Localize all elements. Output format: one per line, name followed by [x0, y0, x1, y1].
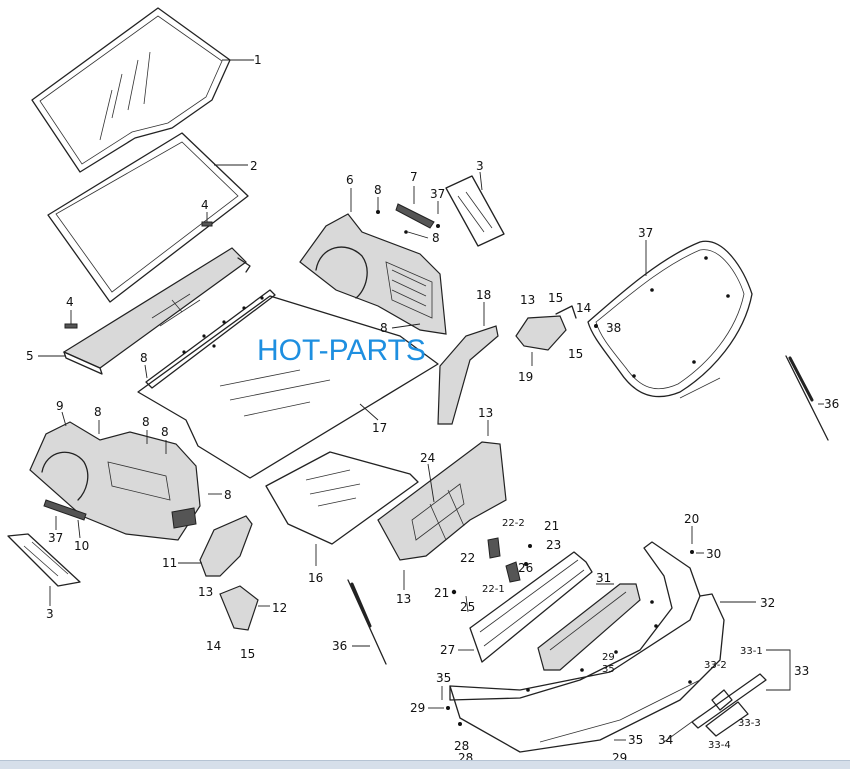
callout-23: 23 — [546, 538, 561, 552]
callout-26: 26 — [518, 561, 533, 575]
callout-7: 7 — [410, 170, 418, 184]
callout-37-lower: 37 — [48, 531, 63, 545]
callout-11: 11 — [162, 556, 177, 570]
callout-8-b: 8 — [374, 183, 382, 197]
callout-37-upper: 37 — [430, 187, 445, 201]
callout-13-mid: 13 — [478, 406, 493, 420]
callout-3-upper: 3 — [476, 159, 484, 173]
part-trim-strip — [145, 289, 276, 389]
callout-33-3: 33-3 — [738, 718, 761, 729]
callout-12: 12 — [272, 601, 287, 615]
callout-8-f: 8 — [142, 415, 150, 429]
callout-20: 20 — [684, 512, 699, 526]
part-rear-bumper — [449, 541, 725, 753]
callout-24: 24 — [420, 451, 435, 465]
callout-22-1: 22-1 — [482, 584, 505, 595]
callout-25: 25 — [460, 600, 475, 614]
callout-33-4: 33-4 — [708, 740, 731, 751]
part-wheelhouse-trim-upper — [299, 213, 447, 335]
callout-29-left: 29 — [410, 701, 425, 715]
part-label-sheet-upper — [445, 175, 505, 247]
callout-29-mid: 29 — [602, 652, 615, 663]
part-clip-4-lower — [64, 310, 78, 329]
callout-21-upper: 21 — [544, 519, 559, 533]
part-license-trim — [537, 583, 641, 671]
callout-17: 17 — [372, 421, 387, 435]
callout-9: 9 — [56, 399, 64, 413]
callout-19: 19 — [518, 370, 533, 384]
callout-1: 1 — [254, 53, 262, 67]
callout-31: 31 — [596, 571, 611, 585]
part-clip-4-upper — [201, 212, 213, 227]
callout-16: 16 — [308, 571, 323, 585]
callout-22-2: 22-2 — [502, 518, 525, 529]
part-reflector-group — [663, 673, 767, 743]
part-trunk-mat — [265, 451, 419, 545]
part-wheelhouse-trim-lower — [29, 421, 201, 541]
callout-37-seal: 37 — [638, 226, 653, 240]
part-parcel-shelf — [62, 247, 251, 375]
part-windshield — [31, 7, 231, 173]
part-trunk-garnish — [469, 551, 593, 663]
callout-34: 34 — [658, 733, 673, 747]
callout-27: 27 — [440, 643, 455, 657]
callout-35-right: 35 — [628, 733, 643, 747]
callout-8-g: 8 — [161, 425, 169, 439]
callout-21-lower: 21 — [434, 586, 449, 600]
callout-35-mid: 35 — [602, 664, 615, 675]
callout-4-lower: 4 — [66, 295, 74, 309]
bottom-scroll-strip — [0, 760, 850, 769]
callout-13-lower-left: 13 — [198, 585, 213, 599]
part-rear-glass — [47, 132, 249, 303]
callout-8-c: 8 — [432, 231, 440, 245]
part-label-sheet-lower — [7, 533, 81, 587]
part-bracket-10 — [43, 499, 87, 521]
callout-15-lower: 15 — [240, 647, 255, 661]
watermark-text: HOT-PARTS — [257, 334, 426, 367]
part-pillar-trim-lower — [199, 515, 253, 577]
part-trunk-floor — [137, 295, 439, 479]
callout-28-a: 28 — [454, 739, 469, 753]
part-gas-strut-left — [347, 579, 387, 665]
callout-14-upper: 14 — [576, 301, 591, 315]
part-bracket-7 — [395, 203, 440, 229]
callout-33-2: 33-2 — [704, 660, 727, 671]
callout-30: 30 — [706, 547, 721, 561]
callout-13-bottom: 13 — [396, 592, 411, 606]
callout-3-lower: 3 — [46, 607, 54, 621]
part-gas-strut-right — [785, 355, 829, 441]
part-latch-bracket — [515, 305, 577, 351]
callout-33-1: 33-1 — [740, 646, 763, 657]
part-latch-bracket-lower — [219, 585, 259, 631]
callout-4-upper: 4 — [201, 198, 209, 212]
part-pillar-trim — [437, 325, 499, 425]
part-trunk-seal — [587, 240, 753, 399]
callout-13-upper: 13 — [520, 293, 535, 307]
callout-15-mid: 15 — [568, 347, 583, 361]
callout-38: 38 — [606, 321, 621, 335]
callout-14-lower: 14 — [206, 639, 221, 653]
callout-22: 22 — [460, 551, 475, 565]
callout-18: 18 — [476, 288, 491, 302]
part-lock-assembly — [487, 537, 532, 583]
callout-36-right: 36 — [824, 397, 839, 411]
callout-8-e: 8 — [94, 405, 102, 419]
callout-15-upper: 15 — [548, 291, 563, 305]
callout-8-a: 8 — [140, 351, 148, 365]
callout-32: 32 — [760, 596, 775, 610]
callout-10: 10 — [74, 539, 89, 553]
callout-36-left: 36 — [332, 639, 347, 653]
callout-6: 6 — [346, 173, 354, 187]
callout-8-d: 8 — [380, 321, 388, 335]
callout-35-left: 35 — [436, 671, 451, 685]
callout-2: 2 — [250, 159, 258, 173]
callout-8-h: 8 — [224, 488, 232, 502]
part-trunk-lid-inner — [377, 441, 507, 561]
callout-33: 33 — [794, 664, 809, 678]
callout-5: 5 — [26, 349, 34, 363]
